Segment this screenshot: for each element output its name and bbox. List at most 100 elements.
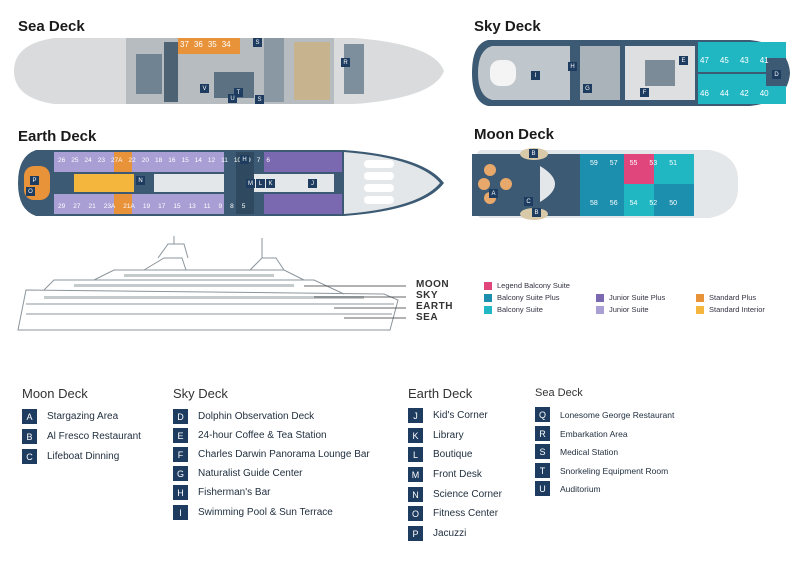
key-label: 24-hour Coffee & Tea Station — [198, 430, 327, 441]
moon-marker-b-top: B — [529, 149, 538, 158]
earth-cabin-labels-top: 26 25 24 23 27A 22 20 18 16 15 14 12 11 … — [58, 157, 270, 164]
moon-cabin: 51 — [669, 160, 677, 167]
sea-cabin: 34 — [221, 40, 231, 49]
key-label: Auditorium — [560, 483, 601, 494]
key-letter: T — [535, 463, 550, 478]
key-label: Fitness Center — [433, 508, 499, 519]
ship-side-view — [17, 236, 406, 331]
earth-cabin: 20 — [141, 157, 149, 164]
earth-cabin: 19 — [142, 203, 151, 210]
legend-item: Standard Interior — [696, 305, 765, 314]
earth-cabin: 22 — [128, 157, 136, 164]
earth-cabin: 27A — [110, 157, 123, 164]
earth-marker-p: P — [30, 176, 39, 185]
moon-marker-c: C — [524, 197, 533, 206]
moon-deck-title: Moon Deck — [474, 126, 555, 143]
legend-swatch — [484, 305, 492, 314]
level-label-earth: EARTH — [416, 301, 453, 312]
earth-cabin: 15 — [181, 157, 189, 164]
earth-cabin: 26 — [58, 157, 66, 164]
sky-cabin: 43 — [739, 56, 749, 65]
legend-swatch — [596, 305, 604, 314]
key-label: Swimming Pool & Sun Terrace — [198, 507, 333, 518]
earth-cabin: 23A — [103, 203, 116, 210]
moon-cabin: 53 — [649, 160, 658, 167]
key-letter: R — [535, 426, 550, 441]
key-earth-title: Earth Deck — [408, 386, 473, 401]
sky-cabin-labels-top: 47 45 43 41 — [700, 56, 769, 65]
earth-marker-h: H — [240, 155, 249, 164]
legend-item: Balcony Suite — [484, 305, 543, 314]
earth-cabin: 8 — [230, 203, 234, 210]
key-label: Jacuzzi — [433, 528, 467, 539]
moon-cabin: 50 — [669, 200, 677, 207]
earth-cabin: 11 — [221, 157, 228, 164]
earth-cabin: 21A — [123, 203, 135, 210]
sky-deck-title: Sky Deck — [474, 18, 541, 35]
earth-cabin: 23 — [97, 157, 105, 164]
key-label: Lonesome George Restaurant — [560, 409, 675, 420]
key-label: Boutique — [433, 449, 473, 460]
key-label: Embarkation Area — [560, 428, 628, 439]
earth-cabin: 29 — [58, 203, 66, 210]
legend-label: Junior Suite — [609, 305, 649, 314]
earth-marker-n: N — [136, 176, 145, 185]
legend-swatch — [484, 281, 492, 290]
key-letter: P — [408, 526, 423, 541]
legend-item: Standard Plus — [696, 293, 756, 302]
level-label-sky: SKY — [416, 290, 439, 301]
earth-cabin: 10 — [233, 157, 242, 164]
key-letter: S — [535, 444, 550, 459]
earth-marker-j: J — [308, 179, 317, 188]
earth-deck-plan — [18, 150, 444, 216]
earth-marker-k: K — [266, 179, 275, 188]
level-label-moon: MOON — [416, 279, 450, 290]
key-letter: K — [408, 428, 423, 443]
moon-cabin: 52 — [649, 200, 658, 207]
legend-label: Legend Balcony Suite — [497, 281, 570, 290]
earth-cabin: 13 — [188, 203, 196, 210]
sky-cabin: 44 — [719, 89, 729, 98]
sea-marker-u: U — [228, 94, 237, 103]
sky-cabin: 47 — [700, 56, 709, 65]
sky-marker-h: H — [568, 62, 577, 71]
earth-cabin: 9 — [218, 203, 223, 210]
sky-marker-i: I — [531, 71, 540, 80]
key-label: Medical Station — [560, 446, 619, 457]
sea-marker-r: R — [341, 58, 350, 67]
key-moon-title: Moon Deck — [22, 386, 88, 401]
moon-deck-plan — [472, 148, 739, 220]
key-item: S Medical Station — [535, 444, 618, 459]
moon-marker-b-bottom: B — [532, 208, 541, 217]
legend-label: Junior Suite Plus — [609, 293, 666, 302]
earth-cabin-labels-bottom: 29 27 21 23A 21A 19 17 15 13 11 9 8 5 — [58, 203, 245, 210]
earth-cabin: 7 — [256, 157, 261, 164]
sky-marker-g: G — [583, 84, 592, 93]
key-label: Fisherman's Bar — [198, 487, 271, 498]
earth-cabin: 11 — [203, 203, 211, 210]
earth-marker-l: L — [256, 179, 265, 188]
earth-cabin: 21 — [88, 203, 96, 210]
key-letter: F — [173, 447, 188, 462]
moon-cabin: 54 — [629, 200, 638, 207]
sky-cabin: 45 — [719, 56, 729, 65]
moon-cabin: 56 — [609, 200, 618, 207]
sea-deck-plan — [14, 38, 444, 104]
legend-swatch — [696, 293, 704, 302]
legend-label: Standard Interior — [709, 305, 765, 314]
legend-swatch — [484, 293, 492, 302]
moon-cabin: 58 — [590, 200, 598, 207]
sea-marker-s: S — [253, 38, 262, 47]
sea-cabin: 36 — [193, 40, 203, 49]
key-sky-title: Sky Deck — [173, 386, 228, 401]
key-label: Charles Darwin Panorama Lounge Bar — [198, 449, 370, 460]
key-letter: B — [22, 429, 37, 444]
